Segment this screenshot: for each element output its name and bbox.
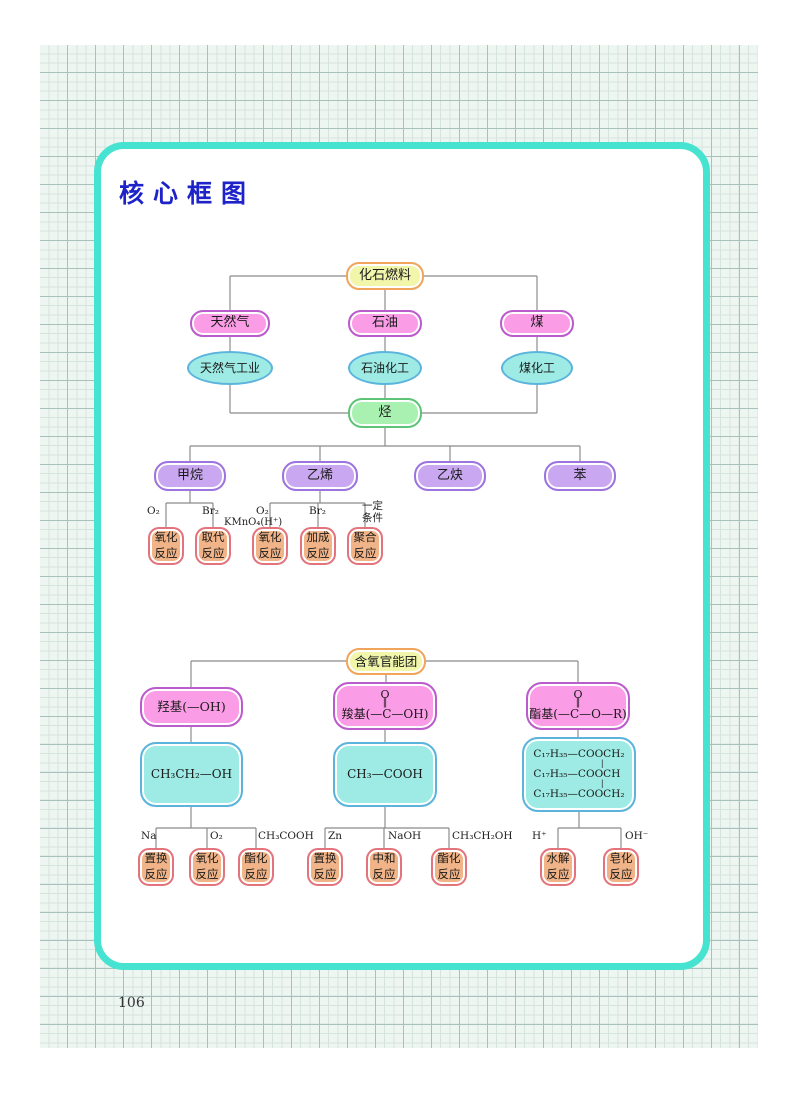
page-title: 核心框图 (119, 179, 256, 208)
node-natural-gas-industry: 天然气工业 (187, 351, 273, 385)
edge-label-h-plus: H⁺ (532, 830, 547, 842)
node-ethylene: 乙烯 (282, 461, 358, 491)
node-acetylene: 乙炔 (414, 461, 486, 491)
node-polymerization-reaction: 聚合反应 (347, 527, 383, 565)
node-esterification-reaction-2: 酯化反应 (431, 848, 467, 886)
edge-label-zn: Zn (328, 830, 343, 842)
edge-label-br2-methane: Br₂ (202, 505, 219, 517)
node-oxidation-reaction-1: 氧化反应 (148, 527, 184, 565)
node-displacement-reaction-1: 置换反应 (138, 848, 174, 886)
node-saponification-reaction: 皂化反应 (603, 848, 639, 886)
edge-label-naoh: NaOH (388, 830, 422, 842)
node-methane: 甲烷 (154, 461, 226, 491)
node-fat-triglyceride: C₁₇H₃₅—COOCH₂ | C₁₇H₃₅—COOCH | C₁₇H₃₅—CO… (522, 737, 636, 812)
node-oxidation-reaction-2: 氧化反应 (252, 527, 288, 565)
node-displacement-reaction-2: 置换反应 (307, 848, 343, 886)
edge-label-na: Na (141, 830, 157, 842)
node-addition-reaction: 加成反应 (300, 527, 336, 565)
carboxyl-double-bond: ‖ (382, 698, 388, 709)
page-number: 106 (118, 995, 145, 1011)
fat-formula-line1: C₁₇H₃₅—COOCH₂ (533, 747, 625, 760)
edge-label-ch3ch2oh: CH₃CH₂OH (452, 830, 513, 842)
edge-label-condition: 一定条件 (362, 500, 383, 525)
node-esterification-reaction-1: 酯化反应 (238, 848, 274, 886)
edge-label-oh-minus: OH⁻ (625, 830, 649, 842)
edge-label-kmno4: KMnO₄(H⁺) (224, 517, 283, 528)
node-coal-chemical-industry: 煤化工 (501, 351, 573, 385)
node-hydrolysis-reaction: 水解反应 (540, 848, 576, 886)
node-carboxyl-group: O ‖ 羧基(—C—OH) (333, 682, 437, 730)
node-benzene: 苯 (544, 461, 616, 491)
edge-label-o2-ethanol: O₂ (210, 830, 223, 842)
node-petroleum: 石油 (348, 310, 422, 337)
edge-label-o2-ethylene: O₂ (256, 505, 269, 517)
node-natural-gas: 天然气 (190, 310, 270, 337)
fat-bond-1: | (600, 759, 604, 769)
edge-label-o2-methane: O₂ (147, 505, 160, 517)
fat-formula-line2: C₁₇H₃₅—COOCH (533, 767, 621, 780)
carboxyl-formula: 羧基(—C—OH) (341, 707, 429, 722)
node-hydrocarbon: 烃 (348, 398, 422, 428)
node-substitution-reaction: 取代反应 (195, 527, 231, 565)
ester-oxygen: O (573, 688, 583, 702)
node-fossil-fuel: 化石燃料 (346, 262, 424, 290)
fat-formula-line3: C₁₇H₃₅—COOCH₂ (533, 787, 625, 800)
ester-formula: 酯基(—C—O—R) (529, 707, 627, 722)
node-hydroxyl-group: 羟基(—OH) (140, 687, 243, 727)
node-neutralization-reaction: 中和反应 (366, 848, 402, 886)
fat-bond-2: | (600, 779, 604, 789)
ester-double-bond: ‖ (575, 698, 581, 709)
edge-label-br2-ethylene: Br₂ (309, 505, 326, 517)
node-petrochemical-industry: 石油化工 (348, 351, 422, 385)
node-ester-group: O ‖ 酯基(—C—O—R) (526, 682, 630, 730)
node-oxidation-reaction-3: 氧化反应 (189, 848, 225, 886)
node-coal: 煤 (500, 310, 574, 337)
node-ethanol: CH₃CH₂—OH (140, 742, 243, 807)
node-acetic-acid: CH₃—COOH (333, 742, 437, 807)
carboxyl-oxygen: O (380, 688, 390, 702)
node-oxygen-functional-groups: 含氧官能团 (346, 648, 426, 675)
edge-label-ch3cooh: CH₃COOH (258, 830, 314, 842)
